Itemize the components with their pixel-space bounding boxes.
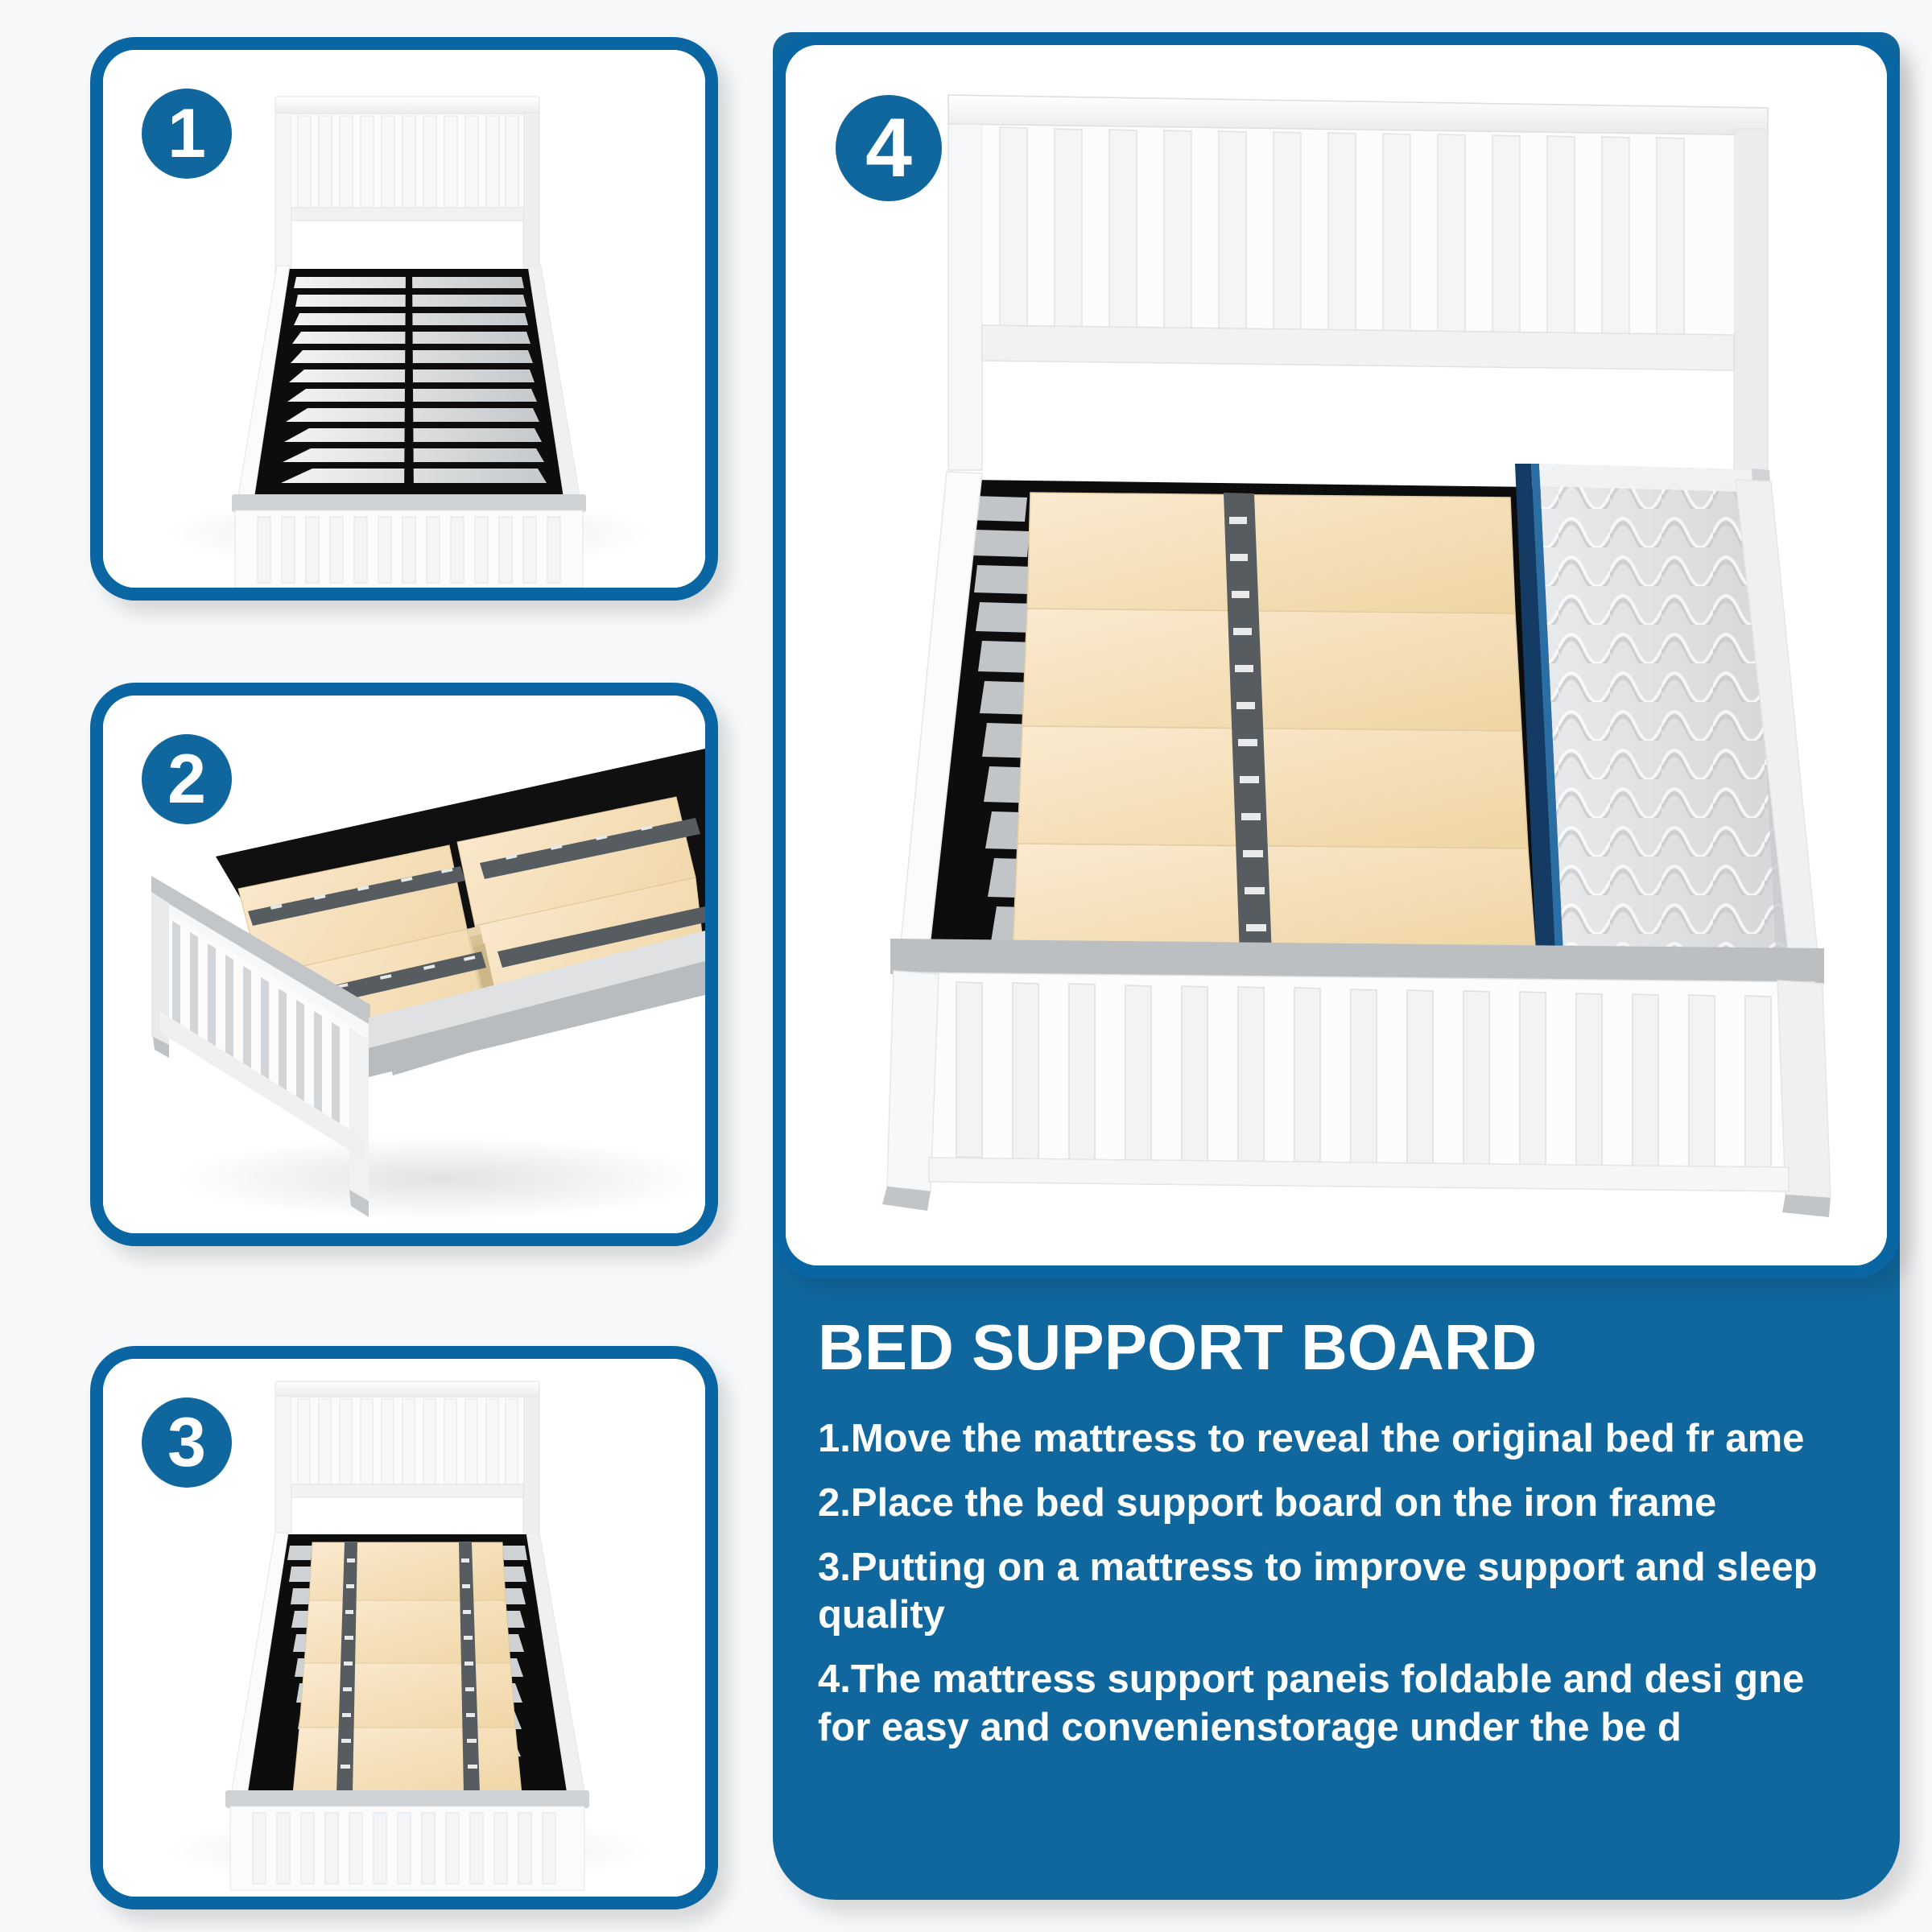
step-1-badge: 1 bbox=[142, 89, 232, 179]
step-3-number: 3 bbox=[167, 1404, 206, 1481]
step-4-image bbox=[786, 45, 1887, 1265]
step-1-image bbox=[103, 50, 705, 588]
mattress-on-board-illustration bbox=[786, 45, 1887, 1265]
info-title: BED SUPPORT BOARD bbox=[818, 1311, 1538, 1383]
step-2-card: 2 bbox=[90, 683, 718, 1246]
step-3-card: 3 bbox=[90, 1346, 718, 1909]
info-line-2: 2.Place the bed support board on the iro… bbox=[818, 1480, 1717, 1525]
step-4-badge: 4 bbox=[836, 95, 942, 201]
step-4-and-info-panel: 4 BED SUPPORT BOARD 1.Move the mattress … bbox=[773, 32, 1900, 1900]
step-1-number: 1 bbox=[167, 95, 206, 172]
info-line-3: 3.Putting on a mattress to improve suppo… bbox=[818, 1545, 1818, 1637]
step-4-number: 4 bbox=[865, 101, 912, 195]
support-board-placed-illustration bbox=[103, 1359, 705, 1897]
step-4-card: 4 bbox=[773, 32, 1900, 1278]
info-line-1: 1.Move the mattress to reveal the origin… bbox=[818, 1417, 1805, 1460]
step-3-badge: 3 bbox=[142, 1397, 232, 1488]
step-1-card: 1 bbox=[90, 37, 718, 601]
info-line-4: 4.The mattress support paneis foldable a… bbox=[818, 1657, 1805, 1749]
info-text-block: BED SUPPORT BOARD 1.Move the mattress to… bbox=[773, 1278, 1900, 1900]
step-2-badge: 2 bbox=[142, 734, 232, 824]
step-2-number: 2 bbox=[167, 741, 206, 818]
